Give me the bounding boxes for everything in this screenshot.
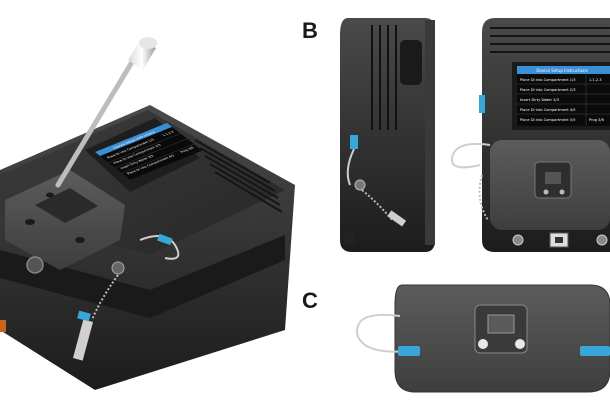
probe-cap (139, 37, 157, 49)
plate-recess (35, 188, 98, 223)
lid-cable (355, 313, 421, 353)
panel-label-c: C (302, 288, 318, 313)
front-screen-header-bar (517, 66, 610, 74)
front-foot-screw-icon (596, 234, 608, 246)
plate-hole-icon (25, 219, 35, 225)
front-foot-screw-icon (512, 234, 524, 246)
front-screen (517, 66, 610, 126)
side-panel-edge (425, 20, 435, 245)
plate-hole-icon (46, 192, 54, 198)
front-row-label: Insert Dirty Water 3/3 (520, 98, 559, 102)
iso-row-value: Prog 3/6 (179, 146, 195, 153)
knob-icon (26, 256, 44, 274)
front-row-label: Place DI into Compartment 4/5 (520, 108, 576, 112)
indicator-light-icon (0, 320, 6, 332)
front-cable (450, 142, 491, 169)
side-vent-ribs (371, 25, 397, 130)
bead-chain (91, 274, 119, 321)
device-side-ledge (0, 235, 285, 318)
front-screen-header: Device Setup Instructions (536, 68, 587, 73)
lid-bracket-inner (487, 314, 515, 334)
isometric-device: Device Setup Instructions Place DI into … (0, 37, 295, 390)
side-connector-icon (350, 135, 358, 149)
front-row-value: Prog 3/6 (589, 118, 605, 122)
front-vent-ribs (490, 27, 610, 53)
port-icon (111, 261, 125, 275)
front-screw-icon (559, 189, 565, 195)
lid-connector-right-icon (580, 346, 610, 356)
front-view-device: Device Setup Instructions Place DI into … (450, 18, 610, 252)
front-screw-icon (543, 189, 549, 195)
front-plate-bracket-inner (545, 172, 561, 184)
lid-plate-view (355, 284, 610, 393)
side-view-device (340, 18, 435, 252)
vent-ribs (194, 139, 283, 213)
power-socket-inner (555, 237, 563, 243)
lid-hole-icon (515, 339, 525, 349)
side-cable (346, 148, 355, 186)
side-probe-tube (387, 210, 407, 227)
front-bead-chain (478, 174, 489, 221)
front-row-label: Place DI into Compartment 1/3 (520, 78, 576, 82)
probe-tube (72, 319, 94, 361)
probe-rod (55, 49, 141, 188)
lid-connector-left-icon (398, 346, 420, 356)
front-connector-icon (479, 95, 485, 113)
cable (139, 235, 180, 260)
connector-icon (157, 233, 173, 246)
iso-row-value: 1.1.2.3 (161, 130, 175, 137)
front-row-label: Place DI into Compartment 2/3 (520, 88, 576, 92)
front-row-value: 1.1.2.3 (589, 78, 602, 82)
front-row-label: Place DI into Compartment 5/5 (520, 118, 576, 122)
side-port-icon (354, 179, 366, 191)
side-foot (344, 232, 354, 244)
plate-hole-icon (75, 237, 85, 243)
probe-tube-cap (77, 310, 91, 322)
lid-hole-icon (478, 339, 488, 349)
side-handle (400, 40, 422, 85)
panel-label-b: B (302, 18, 318, 43)
